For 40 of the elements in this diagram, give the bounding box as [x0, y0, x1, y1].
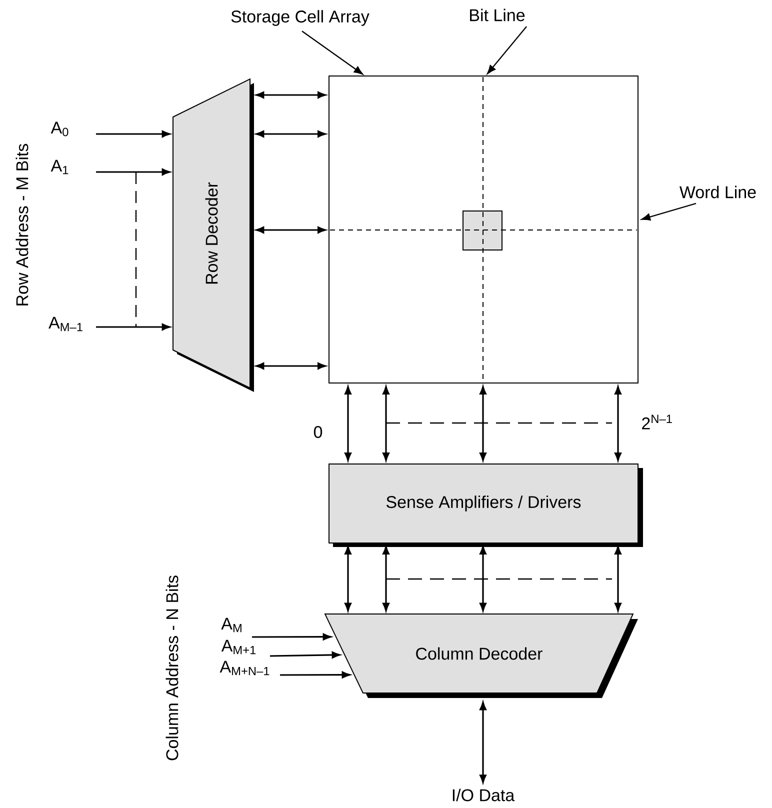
arrow — [96, 130, 170, 138]
storage-cell — [462, 210, 502, 250]
arrow — [382, 546, 390, 612]
arrow — [96, 324, 170, 330]
leader-line — [302, 30, 364, 75]
arrow — [256, 130, 326, 138]
arrow — [280, 671, 350, 678]
input-label: A$_{M}$ — [221, 618, 242, 632]
leader-line — [487, 26, 528, 74]
input-label: A$_{M+N–1}$ — [220, 660, 270, 676]
leader-label: Bit Line — [470, 8, 525, 22]
input-label: A$_{0}$ — [50, 122, 68, 136]
arrow — [252, 633, 332, 640]
arrow — [614, 546, 622, 612]
arrow — [480, 702, 486, 783]
arrow — [96, 168, 170, 176]
arrow — [344, 546, 352, 612]
arrow — [270, 652, 340, 658]
bit-index: 2$^{N–1}$ — [642, 414, 672, 430]
cell-array-box — [328, 76, 638, 384]
input-label: A$_{M–1}$ — [48, 316, 82, 332]
arrow — [382, 386, 390, 461]
bit-index: 0 — [314, 426, 322, 438]
arrow — [614, 386, 622, 461]
arrow — [256, 362, 326, 370]
output-label: I/O Data — [452, 788, 515, 802]
axis-label: Column Address - N Bits — [166, 576, 178, 760]
arrow — [480, 386, 486, 461]
arrow — [256, 92, 326, 98]
leader-line — [641, 202, 696, 221]
decoder-block: Row Decoder — [172, 78, 254, 392]
arrow — [480, 546, 486, 612]
arrow — [256, 226, 326, 234]
input-label: A$_{M+1}$ — [221, 640, 256, 654]
axis-label: Row Address - M Bits — [16, 144, 28, 306]
arrow — [344, 386, 352, 461]
input-label: A$_{1}$ — [50, 160, 68, 174]
leader-label: Storage Cell Array — [231, 10, 370, 26]
leader-label: Word Line — [680, 186, 756, 198]
amplifier-block: Sense Amplifiers / Drivers — [328, 464, 643, 547]
